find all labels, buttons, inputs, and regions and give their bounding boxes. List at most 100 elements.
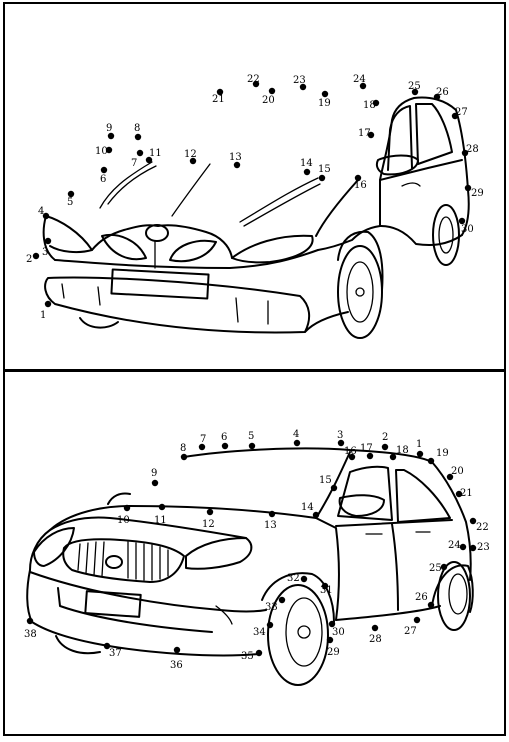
front-car-dot-number: 12 [184, 149, 197, 160]
side-car-dot-17 [366, 452, 374, 460]
side-headlight-left [33, 527, 75, 567]
front-car-dot-9 [107, 132, 115, 140]
front-car-dot-20 [268, 87, 276, 95]
front-bumper-lower [26, 569, 259, 657]
front-car-dot-19 [321, 90, 329, 98]
front-car-dot-12 [189, 157, 197, 165]
rear-pillar [431, 461, 472, 581]
side-car-dot-10 [123, 504, 131, 512]
inner-left-lamp [101, 234, 147, 261]
side-car-dot-number: 30 [332, 627, 345, 638]
side-car-dot-number: 18 [396, 445, 409, 456]
front-car-dot-11 [145, 156, 153, 164]
front-car-dot-28 [461, 149, 469, 157]
side-car-dot-5 [248, 442, 256, 450]
front-car-dot-number: 8 [134, 123, 140, 134]
rear-edge [455, 109, 470, 236]
side-car-dot-31 [321, 582, 329, 590]
front-body-line [54, 249, 319, 269]
front-wheel-hub [355, 287, 365, 297]
side-car-dot-number: 7 [200, 434, 206, 445]
side-car-dot-number: 19 [436, 448, 449, 459]
side-car-dot-21 [455, 490, 463, 498]
side-car-dot-30 [328, 620, 336, 628]
side-car-dot-number: 1 [416, 439, 422, 450]
front-car-dot-number: 18 [363, 100, 376, 111]
side-car-dot-number: 5 [248, 431, 254, 442]
side-car-mirror [338, 494, 385, 517]
front-car-dot-number: 23 [293, 75, 306, 86]
side-car-dot-25 [440, 563, 448, 571]
side-rear-rim [448, 573, 468, 615]
front-car-dot-13 [233, 161, 241, 169]
wiper-hint [107, 492, 131, 505]
front-car-dot-6 [100, 166, 108, 174]
side-car-dot-9 [151, 479, 159, 487]
door-handle [401, 182, 421, 187]
side-car-dot-number: 37 [109, 648, 122, 659]
fender-line [315, 179, 359, 237]
hood-center-crease [171, 163, 211, 217]
front-car-dot-1 [44, 300, 52, 308]
side-car-dot-33 [278, 596, 286, 604]
front-car-dot-17 [367, 131, 375, 139]
side-car-dot-6 [221, 442, 229, 450]
side-car-dot-number: 22 [476, 522, 489, 533]
front-face-top [29, 516, 247, 571]
door-divider [391, 523, 399, 611]
front-car-dot-number: 20 [262, 95, 275, 106]
side-car-dot-12 [206, 508, 214, 516]
side-car-dot-number: 31 [320, 585, 333, 596]
front-car-dot-number: 6 [100, 174, 106, 185]
front-car-dot-15 [318, 174, 326, 182]
side-front-wheel [267, 584, 329, 686]
side-car-dot-number: 36 [170, 660, 183, 671]
side-car-dot-13 [268, 510, 276, 518]
side-car-dot-number: 20 [451, 466, 464, 477]
sill-line [379, 225, 463, 246]
side-car-dot-2 [381, 443, 389, 451]
side-mirror [375, 154, 419, 176]
front-car-dot-30 [458, 217, 466, 225]
panel-bottom-frame [3, 370, 506, 736]
side-car-dot-23 [469, 544, 477, 552]
front-wheel-rim [346, 261, 374, 323]
inner-right-lamp [169, 239, 217, 263]
rear-door-window [395, 469, 451, 523]
side-car-dot-number: 13 [264, 520, 277, 531]
front-car-dot-number: 27 [455, 107, 468, 118]
front-car-dot-number: 15 [318, 164, 331, 175]
side-car-drawing [26, 447, 474, 686]
front-car-dot-25 [411, 88, 419, 96]
front-car-dot-26 [433, 93, 441, 101]
side-car-dot-27 [413, 616, 421, 624]
front-car-dot-number: 24 [353, 74, 366, 85]
front-car-dot-4 [42, 212, 50, 220]
front-car-dot-number: 3 [42, 247, 48, 258]
front-car-dot-number: 9 [106, 123, 112, 134]
side-car-dot-number: 2 [382, 432, 388, 443]
rear-wheel [432, 204, 460, 266]
front-car-dot-number: 4 [38, 206, 44, 217]
side-car-dot-4 [293, 439, 301, 447]
front-car-dot-number: 10 [95, 146, 108, 157]
hood-left-crease-2 [107, 165, 157, 205]
grille-bars [77, 541, 169, 581]
side-car-dot-number: 8 [180, 443, 186, 454]
panel-top-frame [3, 2, 506, 371]
side-car-dot-number: 10 [117, 515, 130, 526]
side-car-dot-29 [326, 636, 334, 644]
front-car-dot-16 [354, 174, 362, 182]
side-sill [335, 605, 441, 621]
side-car-dot-number: 16 [344, 446, 357, 457]
side-car-dot-38 [26, 617, 34, 625]
side-car-dot-18 [389, 453, 397, 461]
fog-lamp [215, 605, 233, 625]
hood-right-crease-2 [243, 183, 321, 227]
side-car-dot-28 [371, 624, 379, 632]
side-car-dot-26 [427, 601, 435, 609]
bumper-top-line [29, 571, 267, 613]
